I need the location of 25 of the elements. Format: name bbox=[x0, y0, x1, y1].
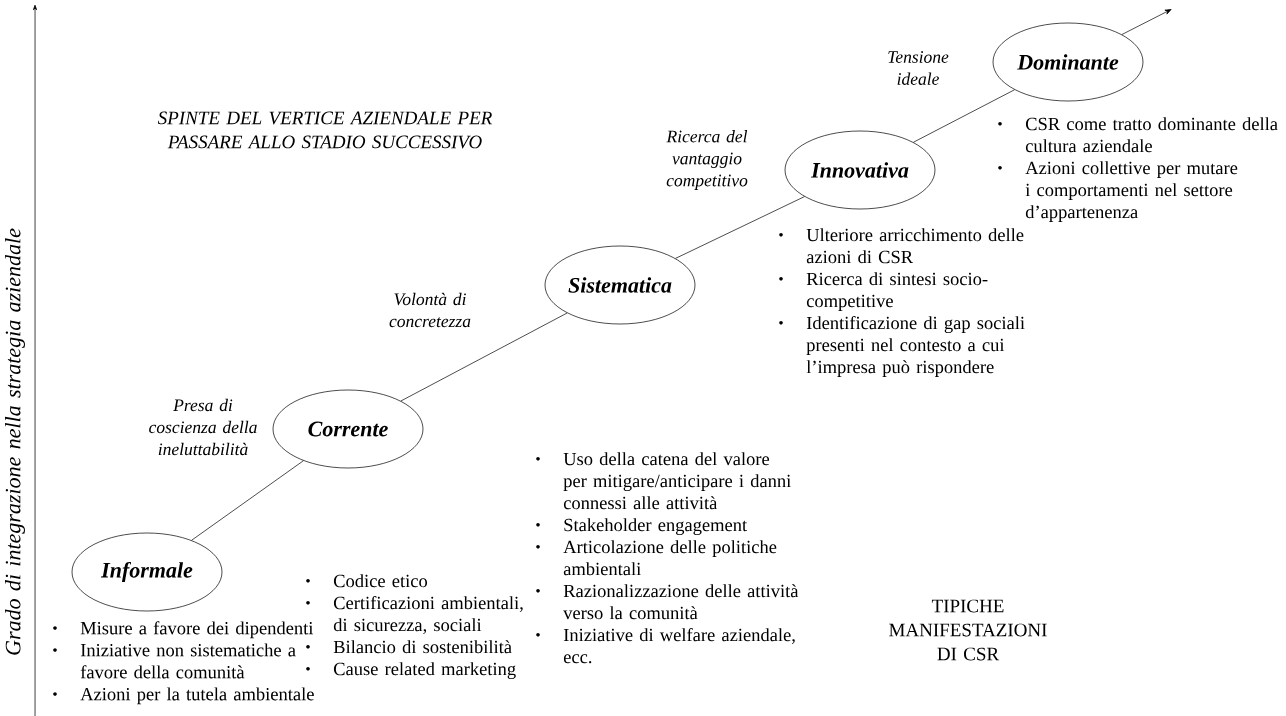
node-label: Iniziative di welfare aziendale, ecc. bbox=[563, 628, 795, 664]
node-label: Articolazione delle politiche ambientali bbox=[563, 540, 777, 576]
stage-caption: Tensione ideale bbox=[888, 51, 949, 85]
arrow bbox=[1121, 9, 1172, 35]
bullet-list: CSR come tratto dominante della cultura aziendale Azioni collettive per mutare i comportamenti nel settore d’appartenenza bbox=[998, 117, 1278, 222]
node-label: Bilancio di sostenibilità bbox=[333, 640, 512, 654]
node-label: Razionalizzazione delle attività verso la comunità bbox=[563, 584, 799, 620]
section-heading: TIPICHE MANIFESTAZIONI DI CSR bbox=[889, 599, 1047, 661]
bullet-list: Uso della catena del valore per mitigare/anticipare i danni connessi alle attività Stakeholder engagement Articolazione delle politiche ambientali Razionalizzazione delle attività verso la comunità Iniziative di welfare aziendale, ecc. bbox=[536, 452, 799, 664]
node-label: Cause related marketing bbox=[333, 662, 516, 680]
connector-line bbox=[191, 460, 304, 541]
stage-caption: Presa di coscienza della ineluttabilità bbox=[149, 398, 257, 456]
axis-label: Grado di integrazione nella strategia aziendale bbox=[5, 228, 25, 655]
connector-line bbox=[400, 312, 568, 402]
node-label: Codice etico bbox=[333, 574, 428, 588]
stage-caption: SPINTE DEL VERTICE AZIENDALE PER PASSARE ALLO STADIO SUCCESSIVO bbox=[157, 111, 492, 149]
connector-line bbox=[675, 196, 805, 259]
stage-caption: Ricerca del vantaggio competitivo bbox=[666, 130, 748, 190]
connector-line bbox=[913, 89, 1015, 143]
node-label: Uso della catena del valore per mitigare/anticipare i danni connessi alle attività bbox=[563, 452, 791, 510]
bullet-list: Misure a favore dei dipendenti Iniziative non sistematiche a favore della comunità Azioni per la tutela ambientale bbox=[53, 621, 314, 705]
node-label: Stakeholder engagement bbox=[564, 518, 748, 536]
stage-caption: Volontà di concretezza bbox=[389, 292, 471, 328]
node-label: Certificazioni ambientali, di sicurezza, sociali bbox=[333, 596, 523, 634]
bullet-list: Ulteriore arricchimento delle azioni di CSR Ricerca di sintesi socio-competitive Identificazione di gap sociali presenti nel contesto a cui l’impresa può rispondere bbox=[779, 228, 1025, 377]
